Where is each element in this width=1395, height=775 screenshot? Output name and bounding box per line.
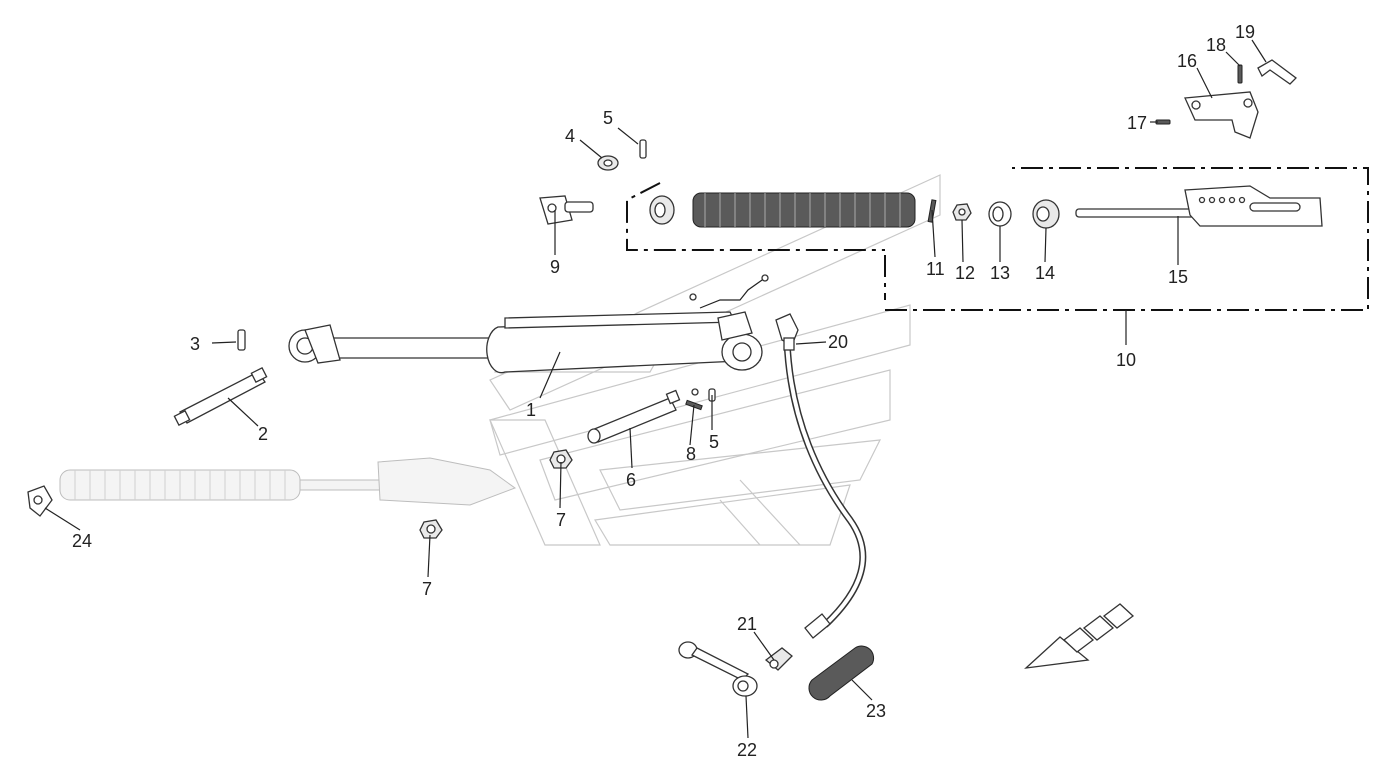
direction-arrow-icon <box>1024 603 1135 669</box>
part-2-pin[interactable] <box>173 366 268 427</box>
part-24-clip[interactable] <box>27 485 53 517</box>
part-16-bracket[interactable] <box>1184 91 1259 139</box>
callout-11: 11 <box>926 259 945 279</box>
ghost-spring-assembly <box>59 457 517 506</box>
callout-20: 20 <box>828 332 848 352</box>
callout-15: 15 <box>1168 267 1188 287</box>
callout-8: 8 <box>686 444 696 464</box>
callout-2: 2 <box>258 424 268 444</box>
callout-6: 6 <box>626 470 636 490</box>
assembly-10-outline <box>626 167 1369 311</box>
part-17-pin[interactable] <box>1155 119 1171 125</box>
callout-5-top: 5 <box>603 108 613 128</box>
part-20-hose[interactable] <box>775 313 867 639</box>
callout-5-lower: 5 <box>709 432 719 452</box>
callout-14: 14 <box>1035 263 1055 283</box>
part-13-spacer[interactable] <box>988 201 1012 227</box>
part-9-clevis[interactable] <box>539 195 594 225</box>
part-6-connecting-pin[interactable] <box>587 389 681 444</box>
part-bushing-left[interactable] <box>649 195 675 225</box>
callout-17: 17 <box>1127 113 1147 133</box>
callout-22: 22 <box>737 740 757 760</box>
part-21-fitting[interactable] <box>764 647 793 671</box>
part-15-rod[interactable] <box>1075 185 1323 227</box>
callout-19: 19 <box>1235 22 1255 42</box>
callout-21: 21 <box>737 614 757 634</box>
callout-1: 1 <box>526 400 536 420</box>
part-3-small-pin[interactable] <box>237 329 246 351</box>
part-7-nut-a[interactable] <box>549 449 573 469</box>
part-spring-large[interactable] <box>692 192 916 228</box>
callout-3: 3 <box>190 334 200 354</box>
part-7-nut-b[interactable] <box>419 519 443 539</box>
callout-23: 23 <box>866 701 886 721</box>
brand-watermark <box>489 174 941 546</box>
part-18-pin[interactable] <box>1237 64 1243 84</box>
part-23-grip[interactable] <box>808 645 875 701</box>
callout-9: 9 <box>550 257 560 277</box>
callout-24: 24 <box>72 531 92 551</box>
part-4-washer[interactable] <box>597 155 619 171</box>
callout-labels: 1 2 3 4 5 5 6 7 7 8 9 10 11 12 13 14 15 … <box>72 22 1255 760</box>
part-22-lever[interactable] <box>678 641 758 697</box>
part-12-nut[interactable] <box>952 203 972 221</box>
callout-18: 18 <box>1206 35 1226 55</box>
callout-12: 12 <box>955 263 975 283</box>
leader-lines <box>44 39 1267 739</box>
callout-4: 4 <box>565 126 575 146</box>
callout-7-upper: 7 <box>556 510 566 530</box>
part-14-bushing[interactable] <box>1032 199 1060 229</box>
part-5-split-pin-a[interactable] <box>639 139 647 159</box>
callout-7-lower: 7 <box>422 579 432 599</box>
callout-10: 10 <box>1116 350 1136 370</box>
part-1-cylinder[interactable] <box>288 274 769 374</box>
callout-13: 13 <box>990 263 1010 283</box>
part-19-bent-pin[interactable] <box>1257 59 1297 85</box>
callout-16: 16 <box>1177 51 1197 71</box>
